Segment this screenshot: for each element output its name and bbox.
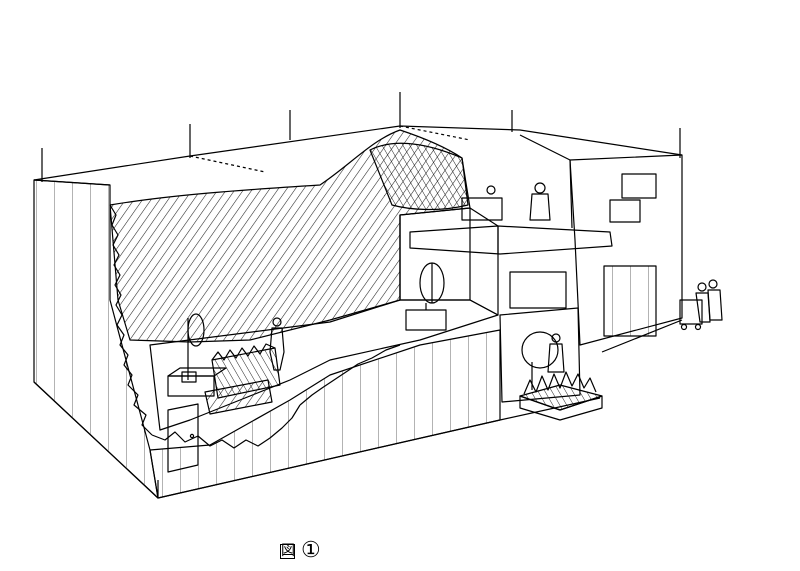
- chamber-door-left: [167, 403, 199, 473]
- chamber-floor: [149, 299, 499, 431]
- right-building: [519, 134, 683, 346]
- figure-number: ①: [301, 538, 321, 563]
- floor-absorber-block-2: [204, 379, 273, 415]
- ground-line: [499, 319, 683, 421]
- person-in-chamber: [269, 317, 285, 371]
- absorber-sample-pallet: [519, 371, 603, 421]
- absorber-ceiling-cone: [369, 142, 469, 211]
- visitors-with-cart: [679, 279, 723, 331]
- hanger-rods: [41, 92, 681, 182]
- antenna-mast: [181, 313, 205, 383]
- absorber-spikes-edge: [109, 204, 401, 449]
- antenna-positioner: [167, 367, 227, 397]
- front-wall: [149, 329, 501, 499]
- figure-label-glyph: 図: [280, 542, 295, 559]
- partition-wall: [399, 207, 499, 316]
- control-room-upper: [409, 182, 613, 255]
- dish-antenna: [405, 262, 447, 331]
- figure-caption: 図 ①: [280, 536, 321, 566]
- absorber-wall-back: [109, 129, 471, 343]
